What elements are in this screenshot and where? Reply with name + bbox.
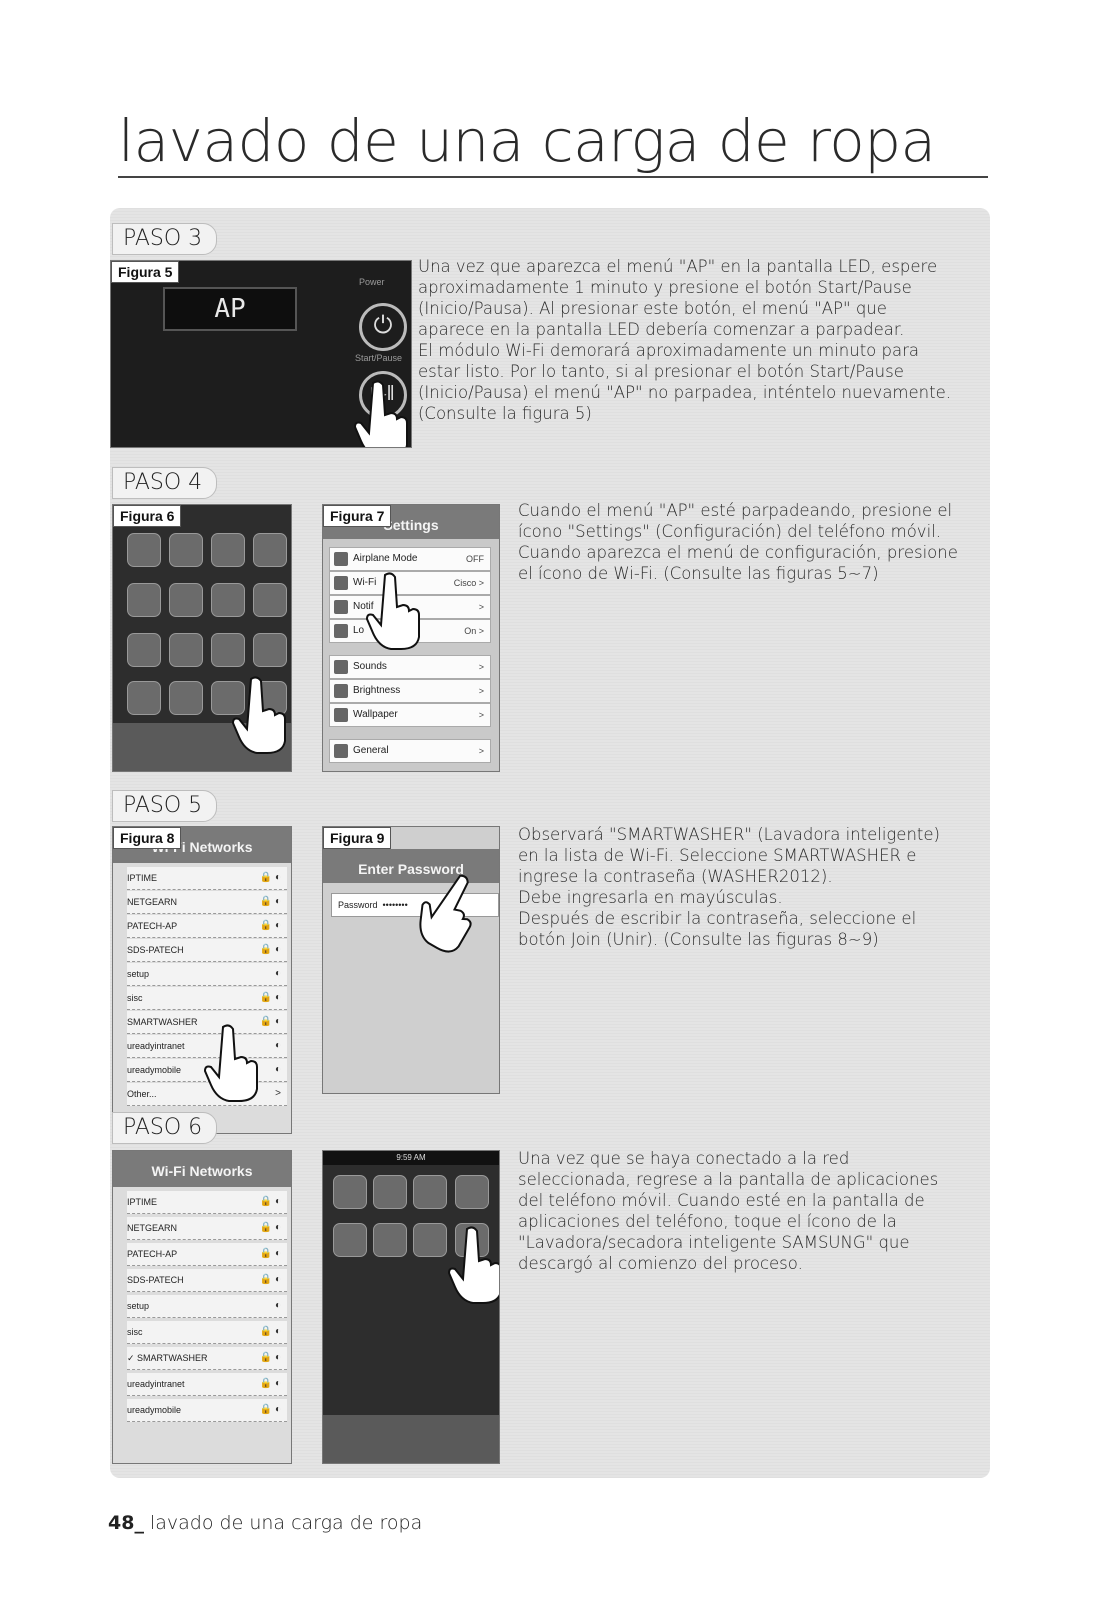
settings-row: Wallpaper>: [329, 703, 491, 727]
page-title: lavado de una carga de ropa: [118, 107, 936, 175]
figure-9-password-screen: Enter Password Figura 9 Password •••••••…: [322, 826, 500, 1094]
step-4-label: PASO 4: [112, 467, 218, 499]
led-display: AP: [163, 287, 297, 331]
figure-8-wifi-list: Wi-Fi Networks Figura 8 IPTIME🔒 ◐ NETGEA…: [112, 826, 292, 1134]
step-5-text: Observará "SMARTWASHER" (Lavadora inteli…: [518, 825, 940, 949]
network-row: NETGEARN🔒 ◐: [127, 891, 287, 914]
password-header: Enter Password: [323, 849, 499, 883]
pointing-hand-icon: [231, 676, 286, 754]
power-label: Power: [359, 277, 385, 287]
network-row-smartwasher: ✓ SMARTWASHER🔒 ◐: [127, 1347, 287, 1370]
figure-5-label: Figura 5: [111, 261, 180, 283]
pointing-hand-icon: [447, 1226, 499, 1304]
network-row: setup◐: [127, 1295, 287, 1318]
step-4-text: Cuando el menú "AP" esté parpadeando, pr…: [518, 501, 958, 583]
network-row: ureadyintranet◐: [127, 1035, 287, 1058]
network-row: PATECH-AP🔒 ◐: [127, 1243, 287, 1266]
network-row: PATECH-AP🔒 ◐: [127, 915, 287, 938]
wifi-list-connected: Wi-Fi Networks IPTIME🔒 ◐ NETGEARN🔒 ◐ PAT…: [112, 1150, 292, 1464]
network-row: sisc🔒 ◐: [127, 987, 287, 1010]
network-row: ureadymobile🔒 ◐: [127, 1399, 287, 1422]
network-row: setup◐: [127, 963, 287, 986]
title-rule: [118, 176, 988, 178]
pointing-hand-icon: [365, 572, 420, 650]
figure-7-label: Figura 7: [323, 505, 392, 527]
start-pause-label: Start/Pause: [355, 353, 403, 363]
page-number: 48_: [108, 1512, 144, 1534]
footer-section: lavado de una carga de ropa: [150, 1512, 423, 1534]
settings-row: Brightness>: [329, 679, 491, 703]
settings-row: Sounds>: [329, 655, 491, 679]
password-field: Password ••••••••: [331, 893, 499, 917]
pointing-hand-icon: [203, 1024, 258, 1102]
settings-row: General>: [329, 739, 491, 763]
figure-6-label: Figura 6: [113, 505, 182, 527]
network-row-smartwasher: SMARTWASHER🔒 ◐: [127, 1011, 287, 1034]
figure-8-label: Figura 8: [113, 827, 182, 849]
step-3-label: PASO 3: [112, 223, 218, 255]
status-bar: 9:59 AM: [323, 1151, 499, 1165]
figure-5-control-panel: Figura 5 AP Power ⏻ Start/Pause ▶‖: [110, 260, 412, 448]
wifi-header: Wi-Fi Networks: [113, 1151, 291, 1187]
network-row: NETGEARN🔒 ◐: [127, 1217, 287, 1240]
dock: [323, 1415, 499, 1463]
network-row: SDS-PATECH🔒 ◐: [127, 939, 287, 962]
power-icon: ⏻: [359, 303, 407, 351]
network-row: SDS-PATECH🔒 ◐: [127, 1269, 287, 1292]
step-6-label: PASO 6: [112, 1112, 218, 1144]
figure-9-label: Figura 9: [323, 827, 392, 849]
page-footer: 48_ lavado de una carga de ropa: [108, 1512, 422, 1534]
figure-6-home-screen: Figura 6: [112, 504, 292, 772]
network-row: ureadyintranet🔒 ◐: [127, 1373, 287, 1396]
pointing-hand-icon: [419, 874, 472, 953]
step-3-text: Una vez que aparezca el menú "AP" en la …: [418, 257, 951, 423]
step-6-text: Una vez que se haya conectado a la red s…: [518, 1149, 939, 1273]
app-home-screen: 9:59 AM: [322, 1150, 500, 1464]
network-row: sisc🔒 ◐: [127, 1321, 287, 1344]
step-5-label: PASO 5: [112, 790, 218, 822]
pointing-hand-icon: [353, 380, 408, 447]
network-row: IPTIME🔒 ◐: [127, 867, 287, 890]
network-row: IPTIME🔒 ◐: [127, 1191, 287, 1214]
